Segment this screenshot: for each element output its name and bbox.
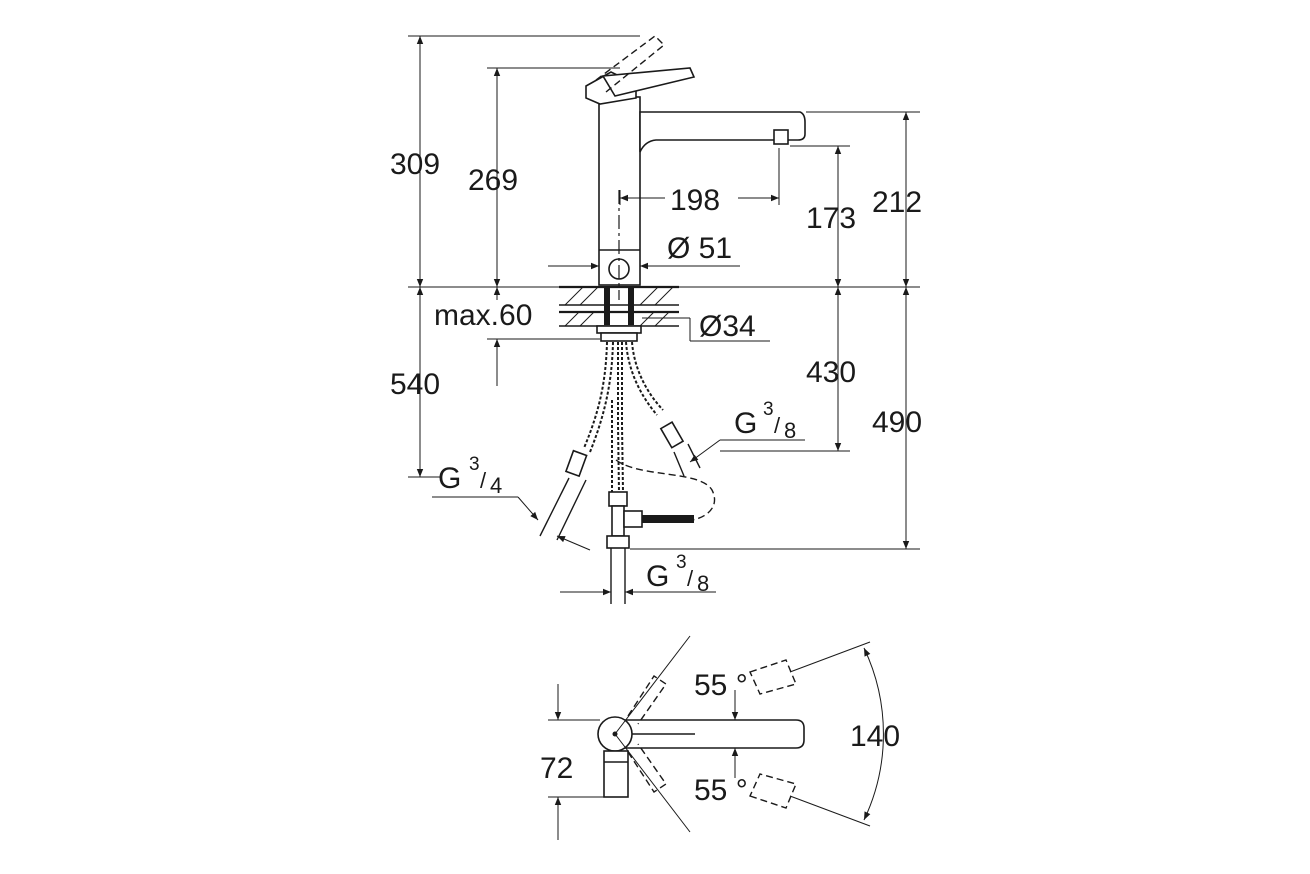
svg-text:3: 3 [469, 454, 480, 475]
faucet-top-view [548, 635, 884, 840]
svg-text:/: / [480, 468, 487, 493]
dim-outlet-height: 173 [806, 202, 856, 235]
dim-swivel-angle-bottom: 55 ° [694, 774, 748, 807]
swivel-upper-position [627, 675, 667, 725]
dim-body-diameter: Ø 51 [667, 232, 732, 265]
dim-spout-height: 212 [872, 186, 922, 219]
counter-section [559, 285, 679, 342]
dim-supply-length: 430 [806, 356, 856, 389]
faucet-side-view [539, 35, 806, 604]
dim-deck-thickness: max.60 [434, 299, 532, 332]
dim-lever-height: 269 [468, 164, 518, 197]
svg-text:G: G [734, 407, 757, 440]
spout-outlet [773, 129, 789, 145]
dimension-lines [408, 35, 920, 596]
lever-open-position [595, 35, 666, 93]
swivel-lower-position [627, 743, 667, 793]
spout [639, 111, 806, 153]
swivel-lower-end [749, 773, 797, 809]
dim-lever-offset: 72 [540, 752, 573, 785]
lever-handle [601, 67, 696, 97]
svg-text:G: G [438, 462, 461, 495]
dim-hole-diameter: Ø34 [699, 310, 756, 343]
dim-swivel-span: 140 [850, 720, 900, 753]
connection-right-label: G 3 / 8 [734, 399, 796, 443]
svg-text:8: 8 [697, 571, 709, 596]
spout-top [617, 719, 805, 749]
dim-hose-length-right: 490 [872, 406, 922, 439]
dim-total-height: 309 [390, 148, 440, 181]
swivel-upper-end [749, 659, 797, 695]
connection-left-label: G 3 / 4 [438, 454, 502, 498]
dim-swivel-angle-top: 55 ° [694, 669, 748, 702]
svg-text:/: / [774, 413, 781, 438]
svg-text:4: 4 [490, 473, 502, 498]
lever-top [603, 750, 629, 798]
svg-text:3: 3 [676, 552, 687, 573]
svg-text:8: 8 [784, 418, 796, 443]
svg-text:G: G [646, 560, 669, 593]
dim-spout-reach: 198 [670, 184, 720, 217]
dim-hose-length-left: 540 [390, 368, 440, 401]
svg-text:/: / [687, 566, 694, 591]
svg-text:3: 3 [763, 399, 774, 420]
supply-hoses [539, 341, 716, 604]
connection-bottom-label: G 3 / 8 [646, 552, 709, 596]
